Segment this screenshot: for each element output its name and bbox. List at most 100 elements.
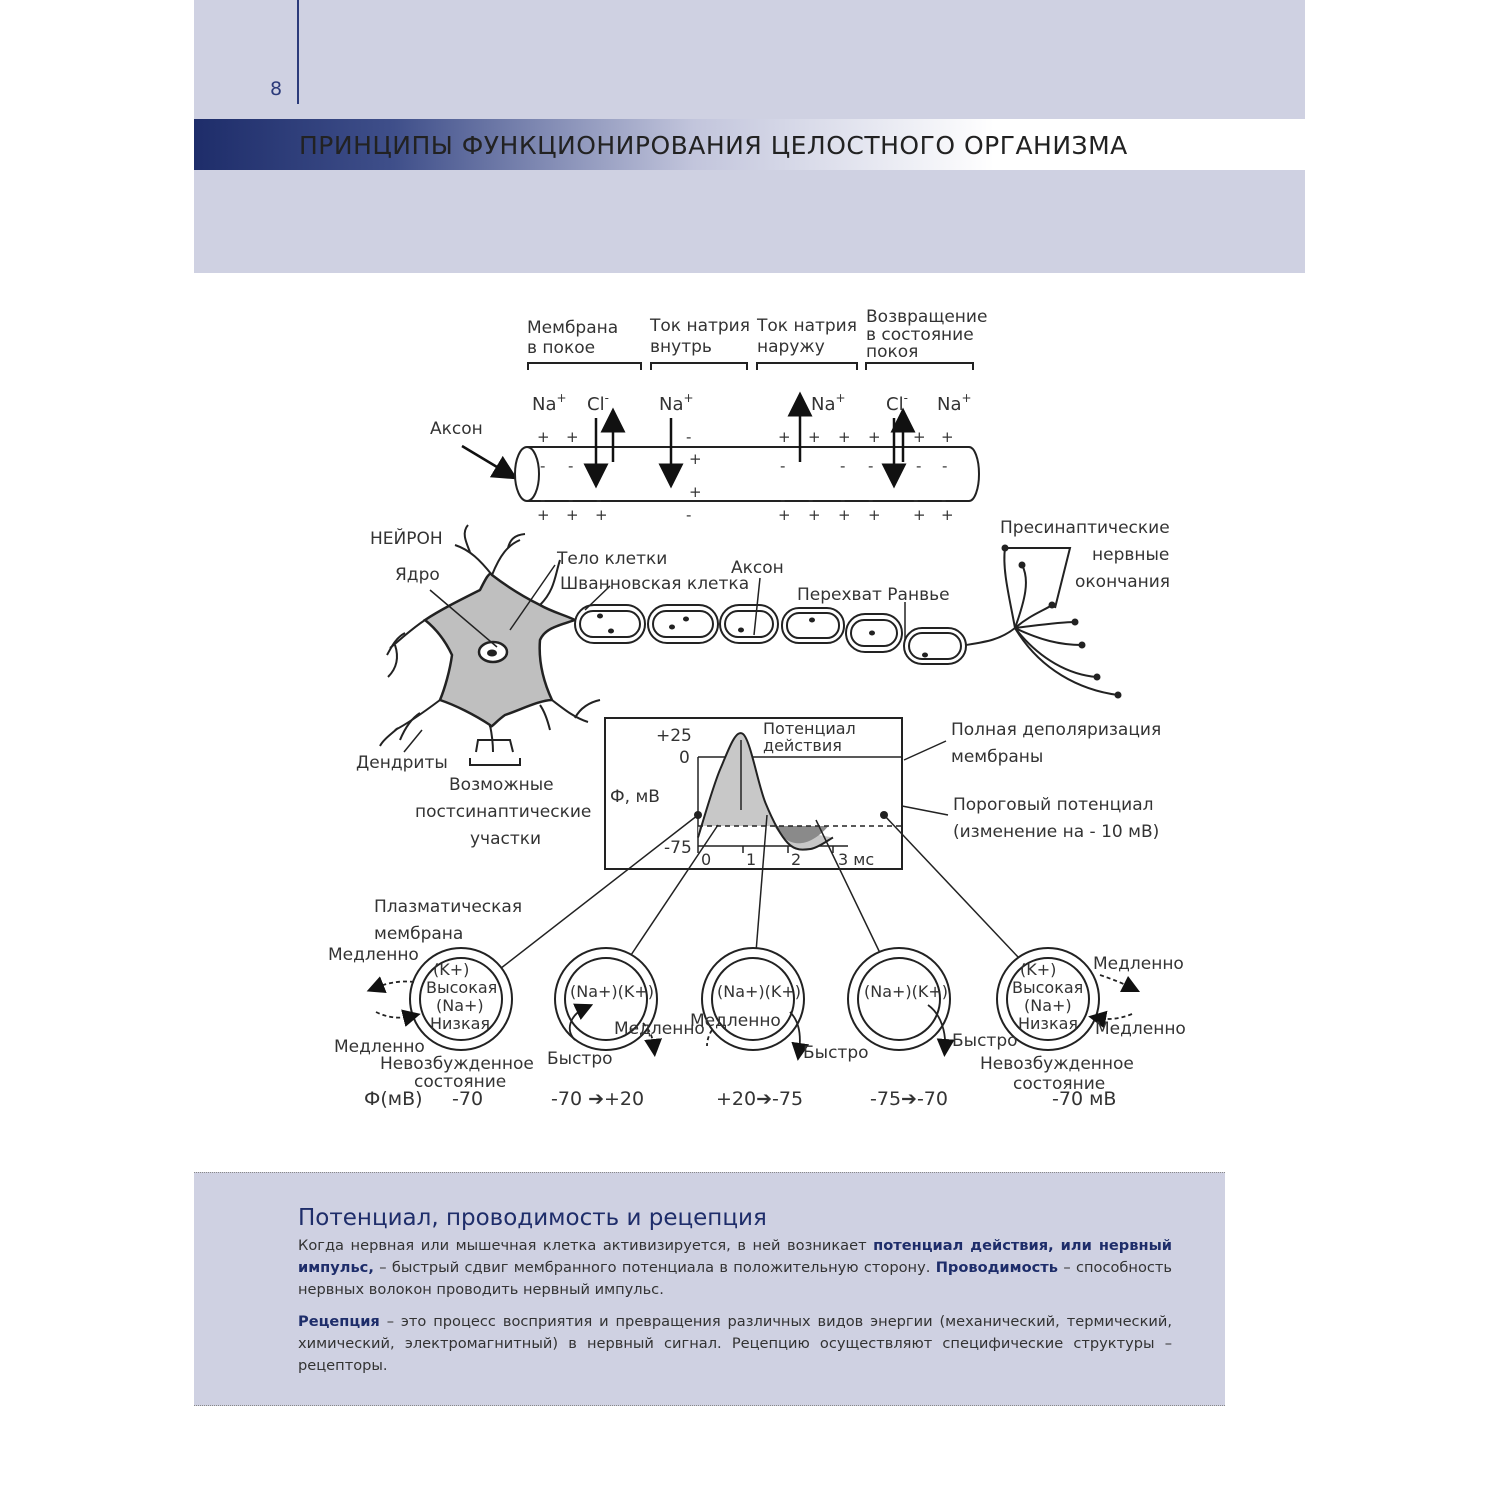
- x-tick-1: 1: [746, 850, 756, 869]
- page-number: 8: [270, 78, 283, 100]
- svg-text:-: -: [540, 491, 545, 509]
- svg-text:-: -: [568, 491, 573, 509]
- stage-2-line2: внутрь: [650, 337, 712, 357]
- svg-text:Медленно: Медленно: [334, 1037, 425, 1057]
- svg-text:Быстро: Быстро: [952, 1031, 1018, 1051]
- axon-cylinder: [514, 446, 980, 502]
- hyperpolarization-area: [774, 826, 829, 844]
- svg-text:+: +: [868, 506, 881, 524]
- svg-text:Высокая: Высокая: [1012, 978, 1083, 997]
- neuron-labels: НЕЙРОН Ядро Тело клетки Шванновская клет…: [356, 518, 1170, 849]
- value-2: -70 ➔+20: [551, 1088, 644, 1110]
- svg-text:Медленно: Медленно: [1093, 954, 1184, 974]
- svg-text:+: +: [689, 450, 702, 468]
- stage-4-line1: Возвращение: [866, 307, 987, 327]
- x-tick-0: 0: [701, 850, 711, 869]
- postsynaptic-line2: постсинаптические: [415, 802, 591, 822]
- membrane-charges: ++ ++++++ - ------- ++ --------- +++ - +…: [537, 428, 954, 524]
- axon-pointer-arrow: [461, 444, 518, 480]
- stage-3-line2: наружу: [757, 337, 825, 357]
- svg-text:+: +: [808, 428, 821, 446]
- svg-text:-: -: [840, 491, 845, 509]
- svg-text:-: -: [840, 457, 845, 475]
- svg-text:+: +: [537, 428, 550, 446]
- svg-text:Медленно: Медленно: [690, 1011, 781, 1031]
- svg-text:+: +: [537, 506, 550, 524]
- presynaptic-line3: окончания: [1075, 572, 1170, 592]
- axon-label-top: Аксон: [430, 419, 483, 439]
- svg-text:+: +: [778, 428, 791, 446]
- y-tick-75: -75: [664, 838, 692, 858]
- svg-text:+: +: [566, 506, 579, 524]
- cell-body-label: Тело клетки: [556, 549, 667, 569]
- plasma-membrane-line2: мембрана: [374, 924, 463, 944]
- svg-text:состояние: состояние: [1013, 1074, 1105, 1094]
- stage-4-line2: в состояние: [866, 325, 974, 345]
- svg-text:(K+): (K+): [1020, 960, 1056, 979]
- svg-text:(Na+): (Na+): [1024, 996, 1072, 1015]
- action-potential-chart: +25 0 -75 Ф, мВ 0 1 2 3 мс Потенциал дей…: [604, 717, 903, 870]
- svg-text:Медленно: Медленно: [1095, 1019, 1186, 1039]
- svg-text:Cl-: Cl-: [886, 391, 908, 415]
- ion-flow-arrows: [583, 391, 916, 489]
- neuron-diagram: Мембрана в покое Ток натрия внутрь Ток н…: [328, 307, 1186, 1110]
- axon-label: Аксон: [731, 558, 784, 578]
- chapter-title: ПРИНЦИПЫ ФУНКЦИОНИРОВАНИЯ ЦЕЛОСТНОГО ОРГ…: [299, 131, 1128, 160]
- info-title: Потенциал, проводимость и рецепция: [298, 1205, 767, 1231]
- svg-text:Na+: Na+: [659, 391, 694, 415]
- svg-text:Na+: Na+: [937, 391, 972, 415]
- stage-3-line1: Ток натрия: [756, 316, 857, 336]
- svg-text:Низкая: Низкая: [1018, 1014, 1078, 1033]
- svg-text:-: -: [868, 457, 873, 475]
- schwann-nuclei: [597, 613, 928, 658]
- svg-text:(Na+)(K+): (Na+)(K+): [864, 982, 948, 1001]
- stage-4-line3: покоя: [866, 342, 918, 362]
- myelin-sheath: [574, 604, 967, 665]
- annotation-leaders: [901, 740, 949, 816]
- svg-text:+: +: [566, 428, 579, 446]
- svg-text:-: -: [596, 491, 601, 509]
- schwann-label: Шванновская клетка: [560, 574, 749, 594]
- svg-text:Низкая: Низкая: [430, 1014, 490, 1033]
- svg-text:-: -: [941, 491, 946, 509]
- header-rule: [297, 0, 299, 104]
- postsynaptic-line3: участки: [470, 829, 541, 849]
- threshold-line1: Пороговый потенциал: [953, 795, 1154, 815]
- svg-text:Cl-: Cl-: [587, 391, 609, 415]
- svg-text:Быстро: Быстро: [803, 1043, 869, 1063]
- svg-text:-: -: [686, 428, 691, 446]
- svg-text:+: +: [595, 506, 608, 524]
- chart-to-cell-lines: [495, 814, 1019, 973]
- y-tick-0: 0: [679, 748, 690, 768]
- svg-text:-: -: [686, 506, 691, 524]
- svg-text:состояние: состояние: [414, 1072, 506, 1092]
- x-tick-2: 2: [791, 850, 801, 869]
- y-axis-label: Ф, мВ: [610, 787, 660, 807]
- presynaptic-line2: нервные: [1092, 545, 1169, 565]
- svg-text:Медленно: Медленно: [614, 1019, 705, 1039]
- depolarization-line2: мембраны: [951, 747, 1043, 767]
- dendrites-label: Дендриты: [356, 753, 448, 773]
- svg-text:+: +: [941, 428, 954, 446]
- peak-label-line1: Потенциал: [763, 719, 856, 738]
- stage-1-line2: в покое: [527, 338, 595, 358]
- phi-label: Ф(мВ): [364, 1088, 423, 1110]
- terminal-boutons: [1001, 544, 1122, 699]
- svg-text:Медленно: Медленно: [328, 945, 419, 965]
- svg-text:-: -: [540, 457, 545, 475]
- svg-text:+: +: [778, 506, 791, 524]
- x-tick-3: 3 мс: [838, 850, 874, 869]
- neuron-pointer-lines: [584, 577, 906, 640]
- svg-text:-: -: [780, 491, 785, 509]
- threshold-line2: (изменение на - 10 мВ): [953, 822, 1159, 842]
- potential-values: Ф(мВ) -70 -70 ➔+20 +20➔-75 -75➔-70 -70 м…: [364, 1088, 1116, 1110]
- info-paragraph-2: Рецепция – это процесс восприятия и прев…: [298, 1313, 1172, 1374]
- cell-text-labels: Плазматическая мембрана Медленно Медленн…: [328, 897, 1186, 1094]
- svg-text:Быстро: Быстро: [547, 1049, 613, 1069]
- svg-text:+: +: [808, 506, 821, 524]
- plasma-membrane-line1: Плазматическая: [374, 897, 522, 917]
- svg-text:-: -: [913, 491, 918, 509]
- svg-text:(Na+)(K+): (Na+)(K+): [717, 982, 801, 1001]
- svg-text:+: +: [913, 506, 926, 524]
- nucleus-label: Ядро: [395, 565, 440, 585]
